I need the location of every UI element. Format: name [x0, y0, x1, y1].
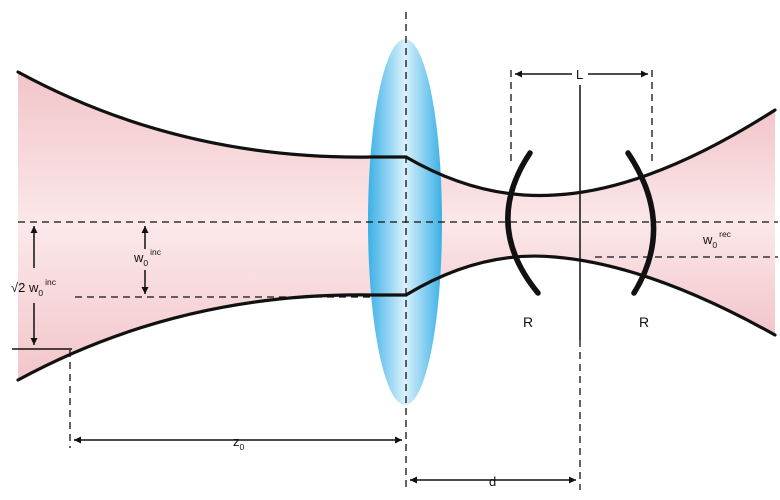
beam-focused-lower-edge	[404, 254, 777, 337]
d-label: d	[489, 474, 496, 489]
beam-incident-region	[18, 72, 406, 380]
mirror-left-R-label: R	[523, 314, 533, 330]
beam-incident-upper-edge	[16, 70, 408, 159]
beam-incident-lower-edge	[16, 293, 408, 382]
beam-focused-region	[406, 110, 775, 335]
w0-inc-label: w0inc	[133, 247, 162, 268]
dimension-arrows	[30, 70, 648, 484]
guide-lines	[18, 12, 778, 490]
L-label: L	[576, 67, 583, 82]
mirror-right-R-label: R	[639, 314, 649, 330]
z0-label: z0	[233, 434, 245, 452]
labels: √2 w0inc w0inc w0rec z0 d L R R	[11, 67, 732, 489]
beam-focused-upper-edge	[404, 108, 777, 198]
sqrt2-w0-inc-label: √2 w0inc	[11, 277, 57, 298]
beam-outline	[16, 70, 777, 382]
w0-rec-label: w0rec	[702, 229, 732, 250]
mirror-left	[505, 150, 541, 296]
mirror-right	[625, 150, 657, 296]
